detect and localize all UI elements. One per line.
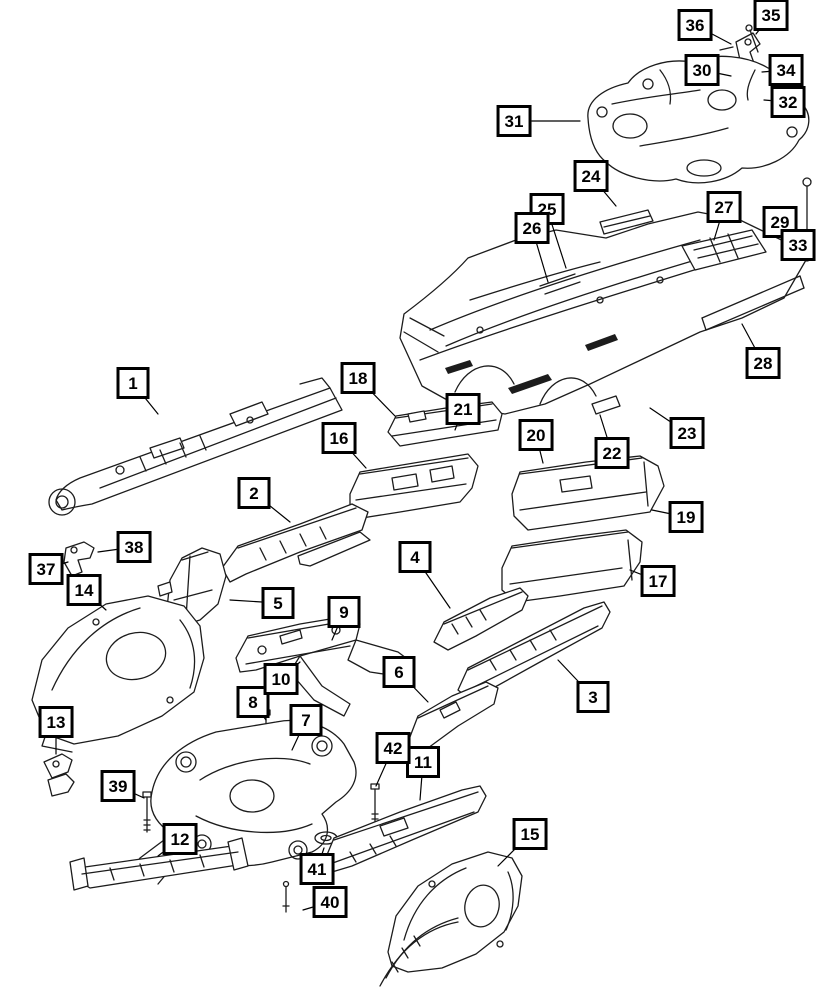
callout-34[interactable]: 34: [768, 54, 804, 86]
callout-7[interactable]: 7: [289, 704, 323, 736]
callout-9[interactable]: 9: [327, 596, 361, 628]
callout-18[interactable]: 18: [340, 362, 376, 394]
callout-24[interactable]: 24: [573, 160, 609, 192]
part-wheelhouse-right: [379, 851, 523, 987]
callout-40[interactable]: 40: [312, 886, 348, 918]
part-crossmember-rear-seat: [511, 455, 665, 531]
callout-38[interactable]: 38: [116, 531, 152, 563]
part-rail-extension-6: [407, 681, 499, 755]
callout-11[interactable]: 11: [406, 746, 440, 778]
callout-14[interactable]: 14: [66, 574, 102, 606]
callout-33[interactable]: 33: [780, 229, 816, 261]
callout-39[interactable]: 39: [100, 770, 136, 802]
callout-1[interactable]: 1: [116, 367, 150, 399]
callout-27[interactable]: 27: [706, 191, 742, 223]
part-rear-suspension-crossmember: [587, 55, 810, 184]
callout-12[interactable]: 12: [162, 823, 198, 855]
callout-36[interactable]: 36: [677, 9, 713, 41]
callout-26[interactable]: 26: [514, 212, 550, 244]
part-rear-rail-11: [323, 785, 487, 873]
callout-22[interactable]: 22: [594, 437, 630, 469]
callout-29[interactable]: 29: [762, 206, 798, 238]
part-stud-40: [282, 880, 290, 913]
callout-19[interactable]: 19: [668, 501, 704, 533]
part-cowl-plenum-panel: [221, 503, 371, 583]
callout-6[interactable]: 6: [382, 656, 416, 688]
part-crossmember-mid-floor: [349, 453, 479, 519]
callout-13[interactable]: 13: [38, 706, 74, 738]
callout-16[interactable]: 16: [321, 422, 357, 454]
part-wheelhouse-left: [31, 595, 205, 753]
part-crossmember-rear: [501, 529, 643, 603]
part-floor-pan-frame-assembly: [399, 209, 807, 415]
callout-20[interactable]: 20: [518, 419, 554, 451]
callout-2[interactable]: 2: [237, 477, 271, 509]
callout-3[interactable]: 3: [576, 681, 610, 713]
callout-21[interactable]: 21: [445, 393, 481, 425]
callout-4[interactable]: 4: [398, 541, 432, 573]
part-front-crossmember-bar: [69, 837, 249, 891]
callout-17[interactable]: 17: [640, 565, 676, 597]
callout-5[interactable]: 5: [261, 587, 295, 619]
callout-23[interactable]: 23: [669, 417, 705, 449]
callout-41[interactable]: 41: [299, 853, 335, 885]
callout-32[interactable]: 32: [770, 86, 806, 118]
part-front-frame-rail: [48, 377, 343, 516]
callout-35[interactable]: 35: [753, 0, 789, 31]
callout-42[interactable]: 42: [375, 732, 411, 764]
part-rail-extension-4: [433, 587, 529, 651]
callout-30[interactable]: 30: [684, 54, 720, 86]
callout-28[interactable]: 28: [745, 347, 781, 379]
callout-10[interactable]: 10: [263, 663, 299, 695]
part-mount-bracket-13: [43, 753, 75, 797]
callout-15[interactable]: 15: [512, 818, 548, 850]
callout-31[interactable]: 31: [496, 105, 532, 137]
part-bolt-39: [142, 791, 152, 833]
callout-37[interactable]: 37: [28, 553, 64, 585]
